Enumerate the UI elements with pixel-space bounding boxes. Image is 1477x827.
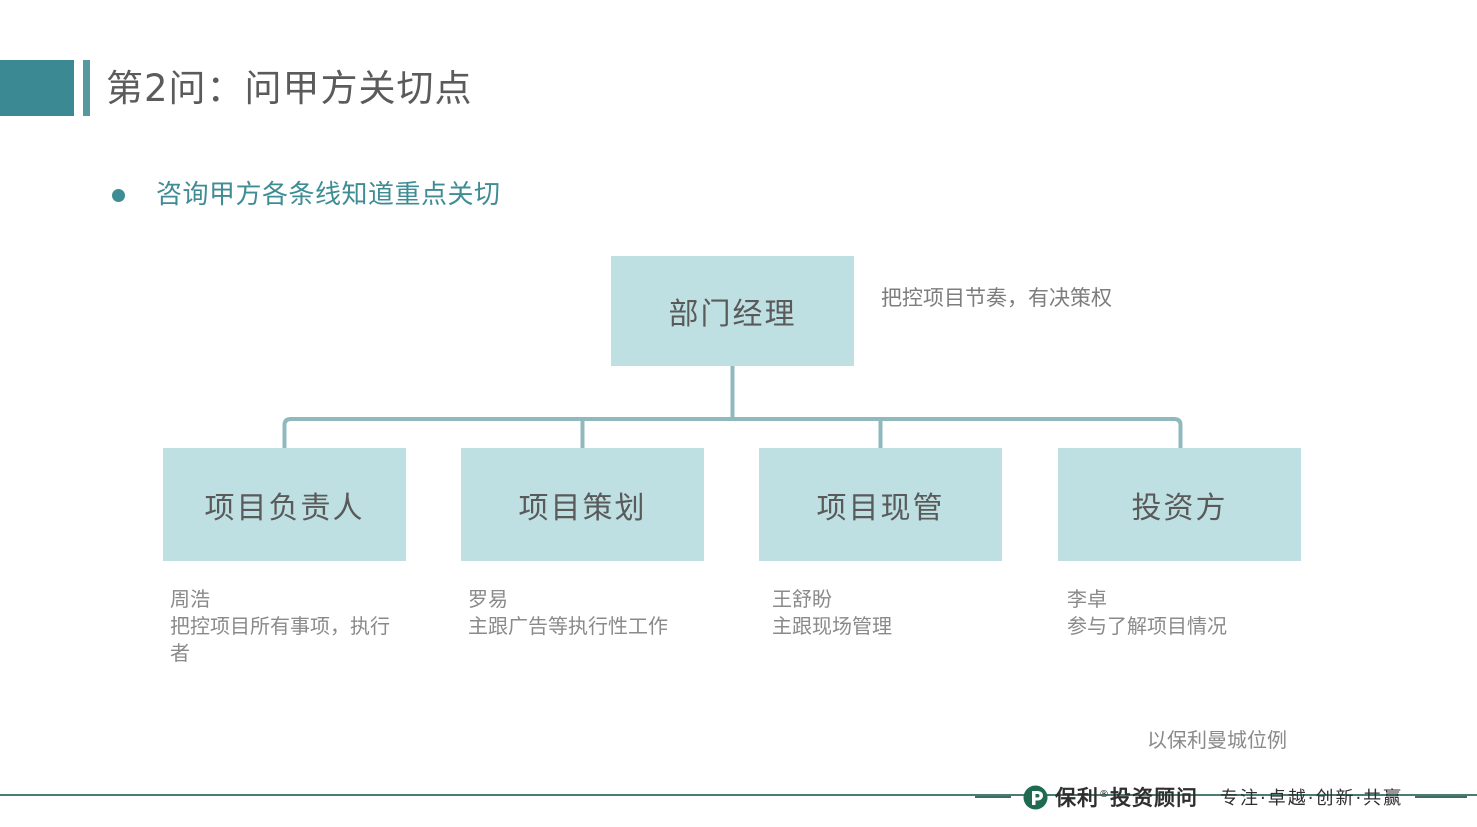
footer-brand-suffix: 投资顾问 — [1110, 786, 1198, 810]
org-node-caption: 王舒盼 主跟现场管理 — [772, 586, 1010, 640]
poly-logo-icon — [1023, 785, 1048, 809]
bullet-row: 咨询甲方各条线知道重点关切 — [112, 178, 501, 212]
caption-person: 王舒盼 — [772, 587, 832, 611]
caption-duty: 主跟现场管理 — [772, 614, 892, 638]
org-node-investor[interactable]: 投资方 — [1058, 448, 1301, 561]
caption-duty: 把控项目所有事项，执行者 — [170, 614, 390, 665]
caption-duty: 参与了解项目情况 — [1067, 614, 1227, 638]
org-node-label: 项目负责人 — [204, 490, 365, 526]
footer-brand: 保利®投资顾问 — [1055, 782, 1198, 812]
page-title: 第2问：问甲方关切点 — [106, 67, 473, 110]
org-node-root-note: 把控项目节奏，有决策权 — [881, 286, 1112, 310]
org-node-label: 项目策划 — [518, 490, 647, 526]
title-accent-block — [0, 60, 74, 116]
org-node-site-manager[interactable]: 项目现管 — [759, 448, 1002, 561]
org-node-root-label: 部门经理 — [668, 297, 797, 332]
footer-branding: 保利®投资顾问 专注·卓越·创新·共赢 — [975, 780, 1468, 814]
bullet-text: 咨询甲方各条线知道重点关切 — [156, 180, 501, 210]
org-node-caption: 李卓 参与了解项目情况 — [1067, 586, 1305, 640]
footer-rule-left — [975, 796, 1011, 798]
footer-brand-reg: ® — [1099, 789, 1110, 800]
caption-person: 罗易 — [468, 587, 508, 611]
caption-duty: 主跟广告等执行性工作 — [468, 614, 668, 638]
org-node-caption: 周浩 把控项目所有事项，执行者 — [170, 586, 408, 667]
footer-rule-right — [1415, 796, 1468, 798]
org-node-project-planner[interactable]: 项目策划 — [461, 448, 704, 561]
org-node-label: 项目现管 — [816, 490, 945, 526]
org-node-caption: 罗易 主跟广告等执行性工作 — [468, 586, 706, 640]
source-note: 以保利曼城位例 — [1147, 728, 1287, 752]
caption-person: 李卓 — [1067, 587, 1107, 611]
org-node-label: 投资方 — [1131, 490, 1228, 526]
footer-tagline: 专注·卓越·创新·共赢 — [1220, 788, 1404, 809]
bullet-dot-icon — [112, 188, 125, 202]
org-node-root[interactable]: 部门经理 — [611, 256, 854, 366]
footer-divider — [0, 794, 1477, 796]
caption-person: 周浩 — [170, 587, 210, 611]
footer-brand-name: 保利 — [1055, 786, 1099, 810]
org-node-project-owner[interactable]: 项目负责人 — [163, 448, 406, 561]
title-accent-bar — [83, 60, 90, 116]
